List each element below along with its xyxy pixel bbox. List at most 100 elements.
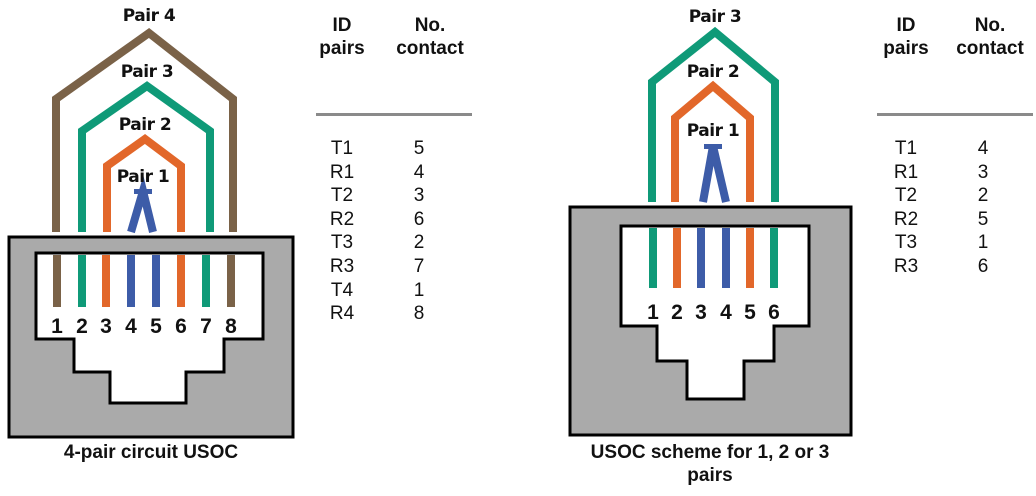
right-pin-5-number: 5 [744,301,756,324]
pair-id-cell: R2 [329,208,355,230]
table-row: R3 7 [313,255,467,279]
table-row: T3 2 [313,231,467,255]
right-pin-4-wire [722,228,730,288]
pair-2-wire [671,80,754,202]
pair-3-label: Pair 3 [121,62,173,82]
pair-id-cell: T3 [894,232,918,254]
table-row: R1 3 [877,161,1031,185]
contact-number-cell: 2 [977,185,989,207]
right-pin-6-wire [770,228,778,288]
pair-id-cell: R1 [893,161,919,183]
header-line: No. [414,15,446,36]
pair-id-cell: T3 [330,232,354,254]
right-pin-3-number: 3 [695,301,707,324]
table-divider [877,113,1033,116]
left-pin-8-number: 8 [225,315,237,338]
pair-2-wire [103,134,185,232]
table-row: T4 1 [313,279,467,303]
contact-number-cell: 1 [413,279,425,301]
right-pin-2-number: 2 [671,301,683,324]
right-caption: USOC scheme for 1, 2 or 3 pairs [560,441,860,487]
pair-3-wire [78,81,214,232]
contact-number-cell: 8 [413,303,425,325]
table-divider [316,113,472,116]
right-pin-2-wire [673,228,681,288]
right-pin-5-wire [746,228,754,288]
left-pin-3-number: 3 [100,315,112,338]
table-row: R2 6 [313,208,467,232]
left-pin-4-wire [127,255,135,307]
pair-id-cell: R2 [893,208,919,230]
right-pin-1-wire [649,228,657,288]
left-pin-5-number: 5 [150,315,162,338]
table-row: T3 1 [877,231,1031,255]
pair-id-cell: T4 [330,279,354,301]
header-line: No. [974,15,1006,36]
table-row: R4 8 [313,302,467,326]
header-line: ID [332,15,352,36]
pair-id-cell: R4 [329,303,355,325]
header-line: pairs [319,38,365,59]
pair-2-label: Pair 2 [119,115,171,135]
contact-number-cell: 4 [413,161,425,183]
pair-id-cell: T1 [330,138,354,159]
table-row: T1 4 [877,137,1031,161]
table-row: T1 5 [313,137,467,161]
pair-id-cell: R3 [329,255,355,277]
pair-id-cell: T2 [894,185,918,207]
contact-number-cell: 6 [977,255,989,277]
pair-1-label: Pair 1 [117,167,169,187]
pair-2-label: Pair 2 [687,62,739,82]
pair-4-wire [52,28,237,232]
left-pin-1-number: 1 [51,315,63,338]
contact-number-cell: 5 [977,208,989,230]
right-caption-line-1: USOC scheme for 1, 2 or 3 [590,442,830,463]
pair-1-apex [134,189,152,194]
contact-number-cell: 7 [413,255,425,277]
left-pin-7-number: 7 [200,315,212,338]
table-row: R1 4 [313,161,467,185]
contact-number-cell: 1 [977,232,989,254]
pair-id-cell: T1 [894,138,918,159]
left-pin-2-wire [78,255,86,307]
pair-3-wire [648,26,779,202]
right-caption-line-2: pairs [687,465,733,486]
right-pin-4-number: 4 [720,301,732,324]
header-id-pairs: ID pairs [876,14,936,60]
left-wiring: Pair 4 Pair 3 Pair 2 Pair 1 [52,6,237,234]
contact-number-cell: 3 [413,185,425,207]
contact-number-cell: 4 [977,138,989,159]
header-no-contact: No. contact [942,14,1036,60]
left-caption: 4-pair circuit USOC [63,442,239,463]
contact-number-cell: 5 [413,138,425,159]
header-line: contact [956,38,1024,59]
right-wiring: Pair 3 Pair 2 Pair 1 [648,7,779,203]
right-jack-opening [619,224,811,401]
pair-4-label: Pair 4 [123,6,176,26]
table-row: R3 6 [877,255,1031,279]
pair-id-cell: R1 [329,161,355,183]
contact-number-cell: 2 [413,232,425,254]
header-line: pairs [883,38,929,59]
left-pin-6-wire [177,255,185,307]
header-no-contact: No. contact [382,14,478,60]
left-pin-8-wire [227,255,235,307]
header-line: ID [896,15,916,36]
pair-3-label: Pair 3 [689,7,741,27]
header-id-pairs: ID pairs [312,14,372,60]
contact-number-cell: 6 [413,208,425,230]
right-pin-3-wire [697,228,705,288]
pair-id-cell: R3 [893,255,919,277]
table-row: R2 5 [877,208,1031,232]
pair-1-label: Pair 1 [687,121,739,141]
contact-number-cell: 3 [977,161,989,183]
right-pin-1-number: 1 [647,301,659,324]
pair-1-wire [127,175,157,234]
right-pin-6-number: 6 [768,301,780,324]
left-pin-6-number: 6 [175,315,187,338]
